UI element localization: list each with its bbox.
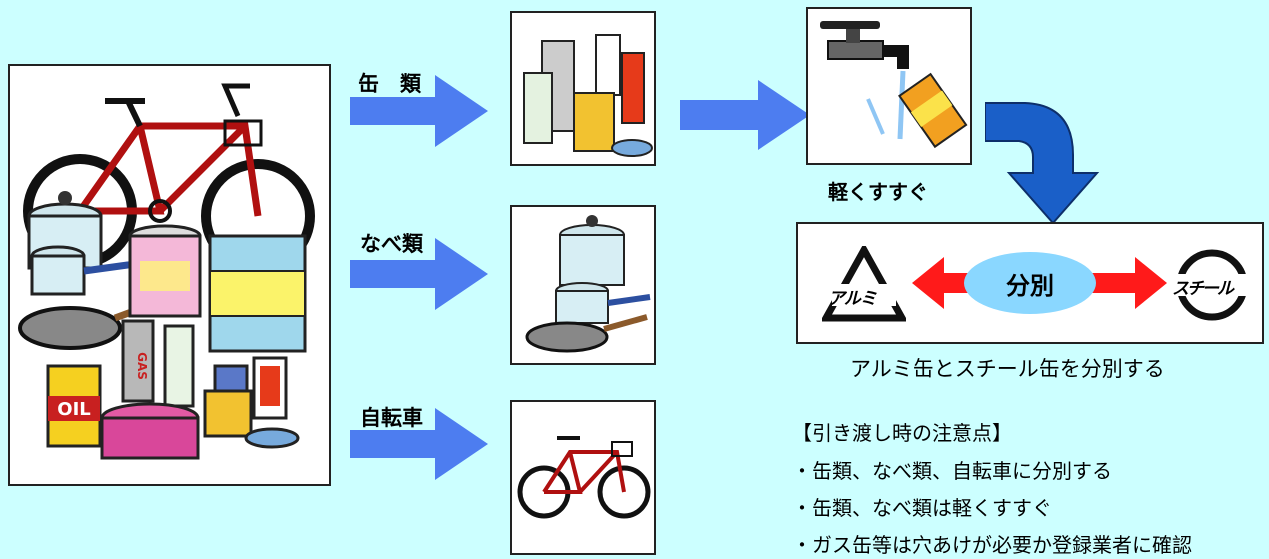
curved-down-arrow (985, 102, 1100, 225)
cans-box (510, 11, 656, 166)
separate-caption: アルミ缶とスチール缶を分別する (850, 357, 1165, 381)
pots-label: なべ類 (360, 232, 423, 256)
paint-can-icon (128, 224, 202, 318)
note-item: ・缶類、なべ類、自転車に分別する (792, 459, 1112, 483)
spray-can-icon: GAS (121, 319, 195, 408)
notes-heading: 【引き渡し時の注意点】 (792, 421, 1012, 445)
cans-illustration (523, 34, 653, 157)
separate-oval: 分別 (964, 252, 1096, 314)
bicycle-box (510, 400, 656, 555)
oil-can-icon: OIL (46, 364, 102, 448)
candy-tin-icon (100, 402, 200, 460)
aluminum-icon (822, 246, 906, 322)
arrow-to-bicycle (350, 408, 488, 480)
bicycle-label: 自転車 (360, 406, 423, 430)
mixed-items-illustration: GAS OIL (18, 83, 315, 460)
separation-box: アルミ 分別 スチール (796, 222, 1264, 344)
pots-illustration (525, 215, 651, 353)
cans-label: 缶 類 (358, 72, 421, 96)
arrow-to-pots (350, 238, 488, 310)
svg-text:OIL: OIL (57, 399, 90, 420)
aluminum-mark-text: アルミ (828, 289, 877, 309)
arrow-to-cans (350, 75, 488, 147)
note-item: ・ガス缶等は穴あけが必要か登録業者に確認 (792, 533, 1192, 557)
note-item: ・缶類、なべ類は軽くすすぐ (792, 496, 1052, 520)
pot-icon (27, 191, 136, 296)
steel-recycle-mark: スチール (1170, 246, 1254, 324)
aluminum-recycle-mark: アルミ (822, 246, 906, 324)
square-can-icon (208, 234, 307, 353)
rinse-caption: 軽くすすぐ (828, 180, 928, 204)
arrow-to-rinse (680, 80, 810, 150)
faucet-rinse-icon (820, 21, 968, 149)
steel-mark-text: スチール (1172, 279, 1234, 299)
steel-icon (1172, 249, 1252, 321)
svg-text:GAS: GAS (135, 352, 149, 380)
bicycle-small-icon (517, 436, 651, 519)
pots-box (510, 205, 656, 365)
mixed-items-box: GAS OIL (8, 64, 331, 486)
small-cans-icon (203, 356, 300, 449)
separate-label: 分別 (1006, 271, 1054, 300)
rinse-box (806, 7, 972, 165)
